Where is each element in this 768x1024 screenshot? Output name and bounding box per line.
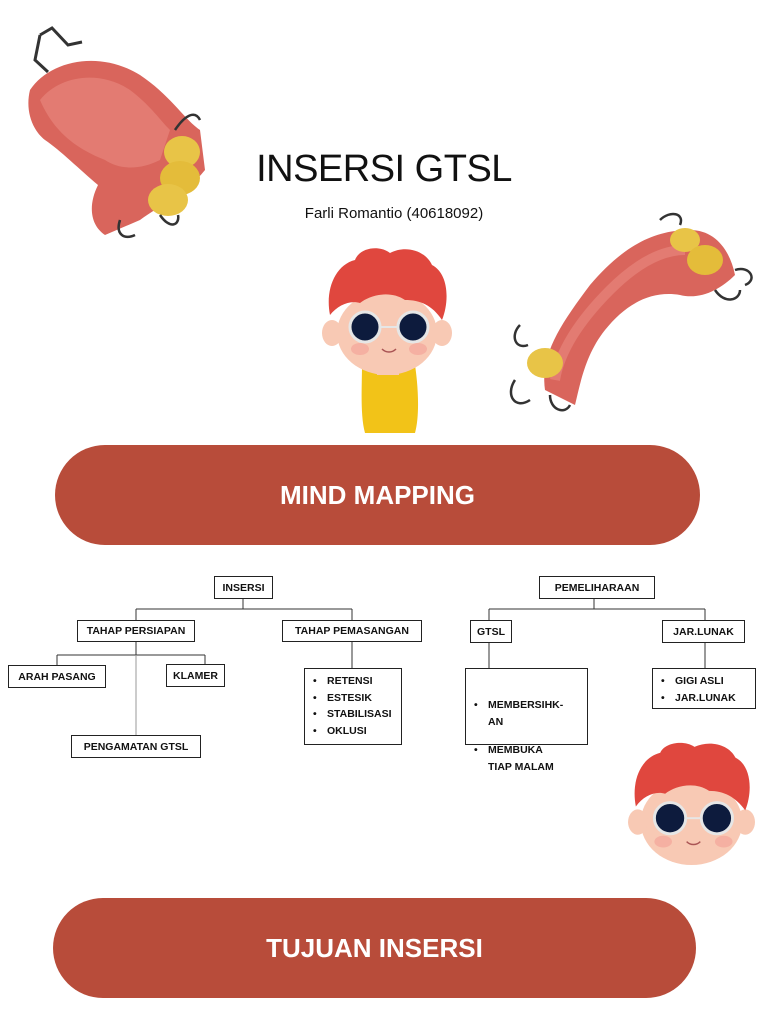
node-jar-lunak: JAR.LUNAK — [662, 620, 745, 643]
node-tahap-persiapan: TAHAP PERSIAPAN — [77, 620, 195, 642]
node-tahap-pemasangan: TAHAP PEMASANGAN — [282, 620, 422, 642]
list-item: JAR.LUNAK — [659, 690, 749, 707]
cartoon-boy-avatar — [322, 248, 452, 433]
node-klamer: KLAMER — [166, 664, 225, 687]
list-item: ESTESIK — [311, 690, 395, 707]
node-insersi: INSERSI — [214, 576, 273, 599]
list-item: RETENSI — [311, 673, 395, 690]
node-gtsl: GTSL — [470, 620, 512, 643]
mind-mapping-banner: MIND MAPPING — [55, 445, 700, 545]
tujuan-insersi-banner: TUJUAN INSERSI — [53, 898, 696, 998]
cartoon-boy-avatar-small — [628, 742, 755, 866]
node-gtsl-list: MEMBERSIHK- AN MEMBUKA TIAP MALAM — [465, 668, 588, 773]
denture-image-left — [28, 26, 205, 239]
list-item: GIGI ASLI — [659, 673, 749, 690]
node-pemeliharaan: PEMELIHARAAN — [539, 576, 655, 599]
list-item: OKLUSI — [311, 723, 395, 740]
author-subtitle: Farli Romantio (40618092) — [304, 205, 484, 222]
node-arah-pasang: ARAH PASANG — [8, 665, 106, 688]
list-item: MEMBERSIHK- AN — [472, 697, 581, 730]
node-pemasangan-list: RETENSI ESTESIK STABILISASI OKLUSI — [304, 668, 402, 745]
list-item: MEMBUKA TIAP MALAM — [472, 742, 581, 775]
node-pengamatan-gtsl: PENGAMATAN GTSL — [71, 735, 201, 758]
node-jar-lunak-list: GIGI ASLI JAR.LUNAK — [652, 668, 756, 709]
denture-image-right — [509, 212, 753, 412]
page-title: INSERSI GTSL — [256, 148, 512, 190]
list-item: STABILISASI — [311, 706, 395, 723]
